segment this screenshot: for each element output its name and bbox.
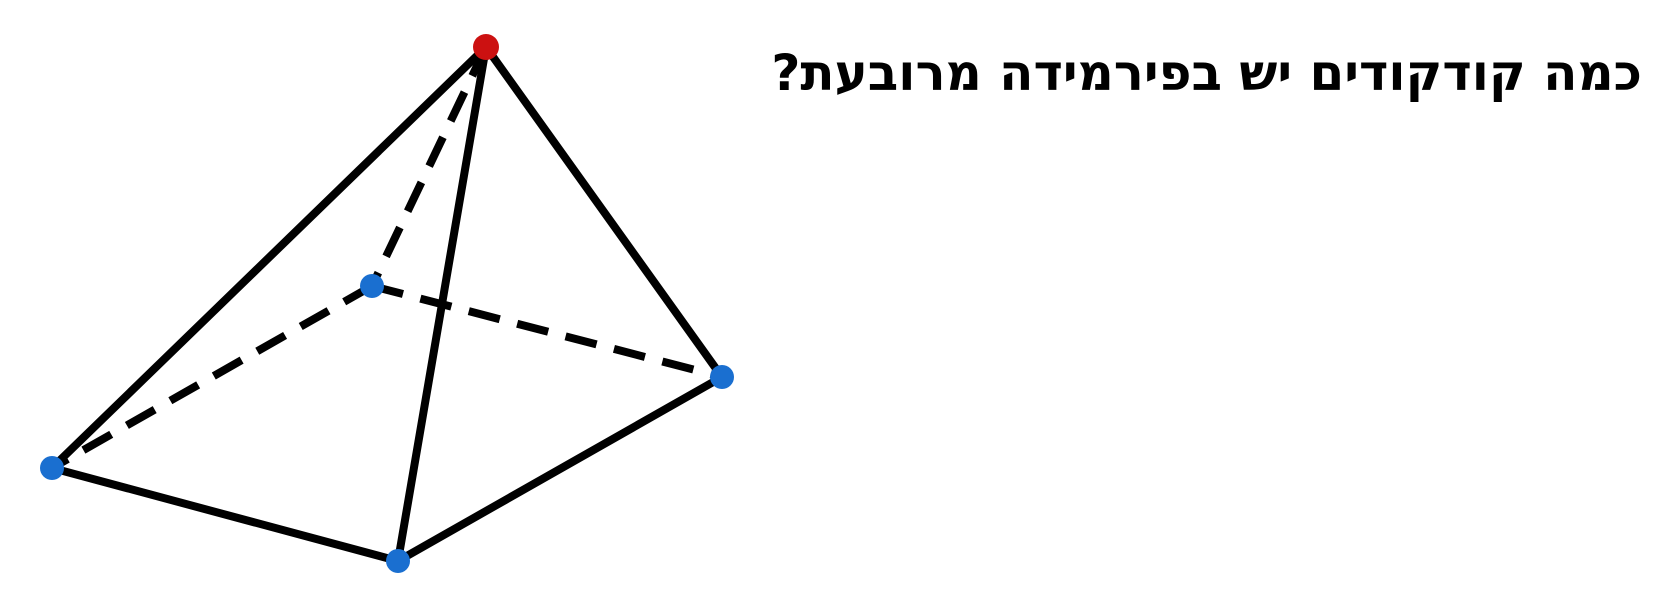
edge-apex-right [482,43,726,381]
vertex-apex [473,34,499,60]
vertex-front [386,549,410,573]
edge-apex-left [48,43,490,472]
edge-apex-front [394,43,490,565]
edge-front-right [394,373,726,565]
vertex-right [710,365,734,389]
question-text: כמה קודקודים יש בפירמידה מרובעת? [771,44,1642,102]
hidden-edge-back-right [370,282,724,381]
hidden-edge-apex-back [368,45,490,288]
vertex-left [40,456,64,480]
square-pyramid-diagram [40,34,734,573]
edge-left-front [48,464,402,565]
hidden-edge-back-left [50,282,374,472]
vertex-back [360,274,384,298]
